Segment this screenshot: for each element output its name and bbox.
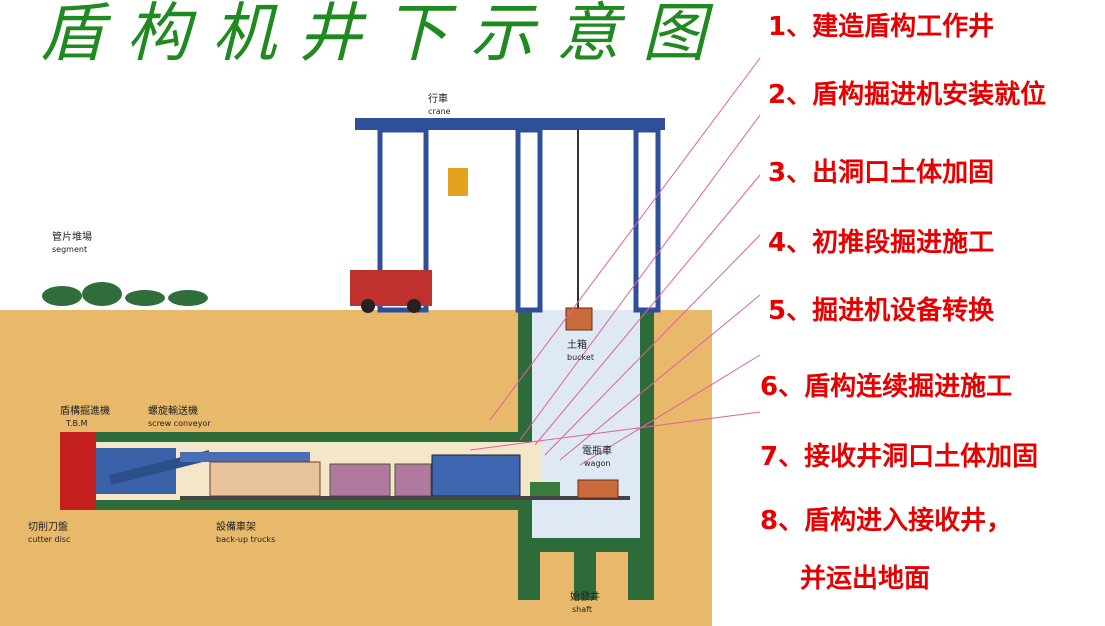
label-bucket-en: bucket (567, 353, 594, 362)
label-screw-cn: 螺旋輸送機 (148, 404, 198, 417)
backup-truck-2 (329, 463, 391, 497)
shaft-base-left (518, 552, 540, 600)
shaft-floor (518, 538, 654, 552)
rail-track (180, 496, 630, 500)
diagram-title: 盾构机井下示意图 (40, 0, 728, 71)
pointer-lines (469, 57, 761, 466)
label-backup-cn: 設備車架 (216, 520, 256, 533)
step-2: 2、盾构掘进机安装就位 (768, 80, 1047, 110)
backup-truck-1 (209, 461, 321, 497)
step-8-cont: 并运出地面 (800, 564, 931, 594)
crane-beam (355, 118, 665, 130)
shaft-wall-lower-left (518, 500, 532, 540)
shaft-base-mid (574, 552, 596, 600)
label-segment-cn: 管片堆場 (52, 230, 92, 243)
label-shaft-en: shaft (572, 605, 592, 614)
truck-wheel-2 (407, 299, 421, 313)
step-6: 6、盾构连续掘进施工 (760, 372, 1013, 402)
label-cutter-en: cutter disc (28, 535, 70, 544)
label-backup-en: back-up trucks (216, 535, 275, 544)
label-tbm-en: T.B.M (65, 419, 88, 428)
label-segment-en: segment (52, 245, 87, 254)
label-tbm-cn: 盾構掘進機 (60, 404, 110, 417)
shaft-wall-right (640, 310, 654, 542)
label-bucket-cn: 土箱 (567, 338, 587, 351)
step-3: 3、出洞口土体加固 (768, 158, 995, 188)
segment-on-rail (530, 482, 560, 496)
label-shaft-cn: 始發井 (570, 590, 600, 603)
segment-stacks (42, 282, 208, 306)
step-4: 4、初推段掘进施工 (768, 228, 995, 258)
dump-truck (350, 270, 432, 306)
label-wagon-cn: 電瓶車 (582, 444, 612, 457)
label-crane-cn: 行車 (428, 92, 448, 105)
bucket (565, 307, 593, 331)
step-7: 7、接收井洞口土体加固 (760, 442, 1039, 472)
label-wagon-en: wagon (584, 459, 611, 468)
shaft-base-right (628, 552, 654, 600)
step-5: 5、掘进机设备转换 (768, 296, 995, 326)
conveyor-belt (180, 452, 310, 462)
tunnel-lining-bottom (96, 500, 532, 510)
crane-leg-left (377, 127, 429, 313)
wagon (577, 479, 619, 499)
crane-cab (448, 168, 468, 196)
step-1: 1、建造盾构工作井 (768, 12, 995, 42)
label-crane-en: crane (428, 107, 451, 116)
backup-truck-3 (394, 463, 432, 497)
tbm-cutter-head (60, 432, 96, 510)
label-cutter-cn: 切削刀盤 (28, 520, 68, 533)
shaft-wall-left (518, 310, 532, 440)
tunnel-lining-top (96, 432, 532, 442)
truck-wheel-1 (361, 299, 375, 313)
step-8: 8、盾构进入接收井， (760, 506, 1013, 536)
label-screw-en: screw conveyor (148, 419, 211, 428)
backup-truck-4 (431, 454, 521, 497)
crane-leg-mid (515, 127, 543, 313)
